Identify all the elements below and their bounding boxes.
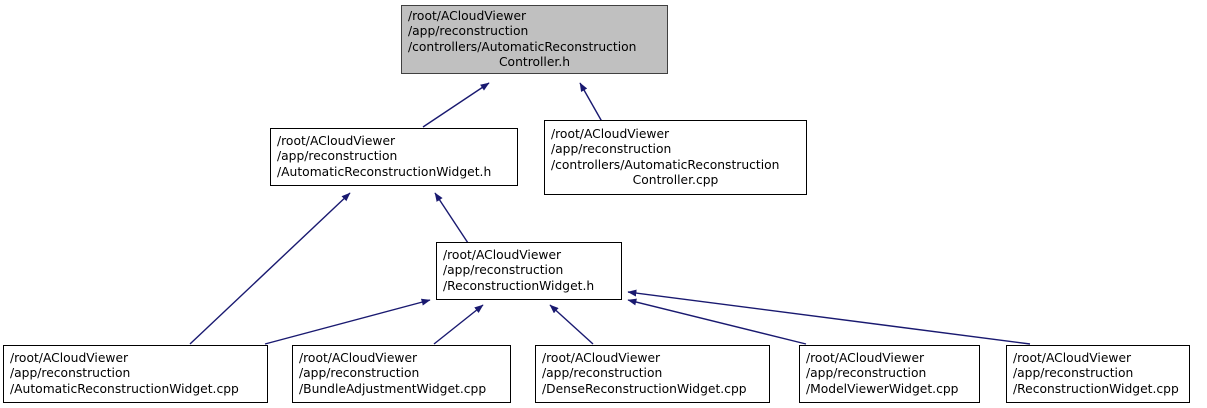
node-line-2: /app/reconstruction (408, 24, 529, 39)
node-line-1: /root/ACloudViewer (806, 351, 925, 366)
node-line-3: /controllers/AutomaticReconstruction (551, 157, 780, 172)
node-line-2: /app/reconstruction (542, 366, 663, 381)
node-line-2: /app/reconstruction (551, 142, 672, 157)
edge-modelviewerwidgetcpp-to-reconwidgeth (627, 298, 807, 345)
edge-autoreconwidgetcpp-to-reconwidgeth (264, 298, 431, 345)
node-line-1: /root/ACloudViewer (10, 351, 129, 366)
node-automaticreconstructionwidget-h[interactable]: /root/ACloudViewer /app/reconstruction /… (270, 128, 518, 186)
node-line-1: /root/ACloudViewer (277, 134, 396, 149)
node-automaticreconstructioncontroller-cpp[interactable]: /root/ACloudViewer /app/reconstruction /… (544, 120, 807, 195)
node-bundleadjustmentwidget-cpp[interactable]: /root/ACloudViewer /app/reconstruction /… (292, 345, 511, 403)
edge-reconwidgetcpp-to-reconwidgeth (627, 289, 1031, 345)
node-reconstructionwidget-h[interactable]: /root/ACloudViewer /app/reconstruction /… (436, 242, 622, 300)
node-line-2: /app/reconstruction (10, 366, 131, 381)
node-line-4: Controller.h (498, 54, 571, 69)
node-line-1: /root/ACloudViewer (299, 351, 418, 366)
node-reconstructionwidget-cpp[interactable]: /root/ACloudViewer /app/reconstruction /… (1006, 345, 1190, 403)
node-line-4: Controller.cpp (632, 172, 719, 187)
node-line-2: /app/reconstruction (806, 366, 927, 381)
node-line-1: /root/ACloudViewer (542, 351, 661, 366)
node-line-3: /BundleAdjustmentWidget.cpp (299, 381, 487, 396)
edge-autoreconwidgetcpp-to-autoreconwidgeth (189, 192, 351, 345)
node-line-1: /root/ACloudViewer (443, 248, 562, 263)
node-line-3: /controllers/AutomaticReconstruction (408, 39, 637, 54)
node-automaticreconstructionwidget-cpp[interactable]: /root/ACloudViewer /app/reconstruction /… (3, 345, 268, 403)
edge-densereconwidgetcpp-to-reconwidgeth (549, 304, 594, 345)
node-line-1: /root/ACloudViewer (408, 8, 527, 23)
node-line-3: /DenseReconstructionWidget.cpp (542, 381, 747, 396)
node-line-2: /app/reconstruction (443, 263, 564, 278)
edge-reconwidgeth-to-autoreconwidgeth (434, 192, 469, 244)
node-line-3: /ReconstructionWidget.h (443, 278, 595, 293)
node-modelviewerwidget-cpp[interactable]: /root/ACloudViewer /app/reconstruction /… (799, 345, 980, 403)
node-line-2: /app/reconstruction (277, 149, 398, 164)
node-line-2: /app/reconstruction (1013, 366, 1134, 381)
node-line-3: /ReconstructionWidget.cpp (1013, 381, 1179, 396)
node-line-3: /AutomaticReconstructionWidget.cpp (10, 381, 239, 396)
node-line-3: /ModelViewerWidget.cpp (806, 381, 959, 396)
node-automaticreconstructioncontroller-h[interactable]: /root/ACloudViewer /app/reconstruction /… (401, 5, 668, 74)
node-line-1: /root/ACloudViewer (1013, 351, 1132, 366)
node-line-1: /root/ACloudViewer (551, 126, 670, 141)
node-line-3: /AutomaticReconstructionWidget.h (277, 164, 492, 179)
node-line-2: /app/reconstruction (299, 366, 420, 381)
node-densereconstructionwidget-cpp[interactable]: /root/ACloudViewer /app/reconstruction /… (535, 345, 770, 403)
edge-autoreconwidgeth-to-root (422, 82, 490, 128)
edge-bundleadjustmentwidgetcpp-to-reconwidgeth (433, 304, 484, 345)
